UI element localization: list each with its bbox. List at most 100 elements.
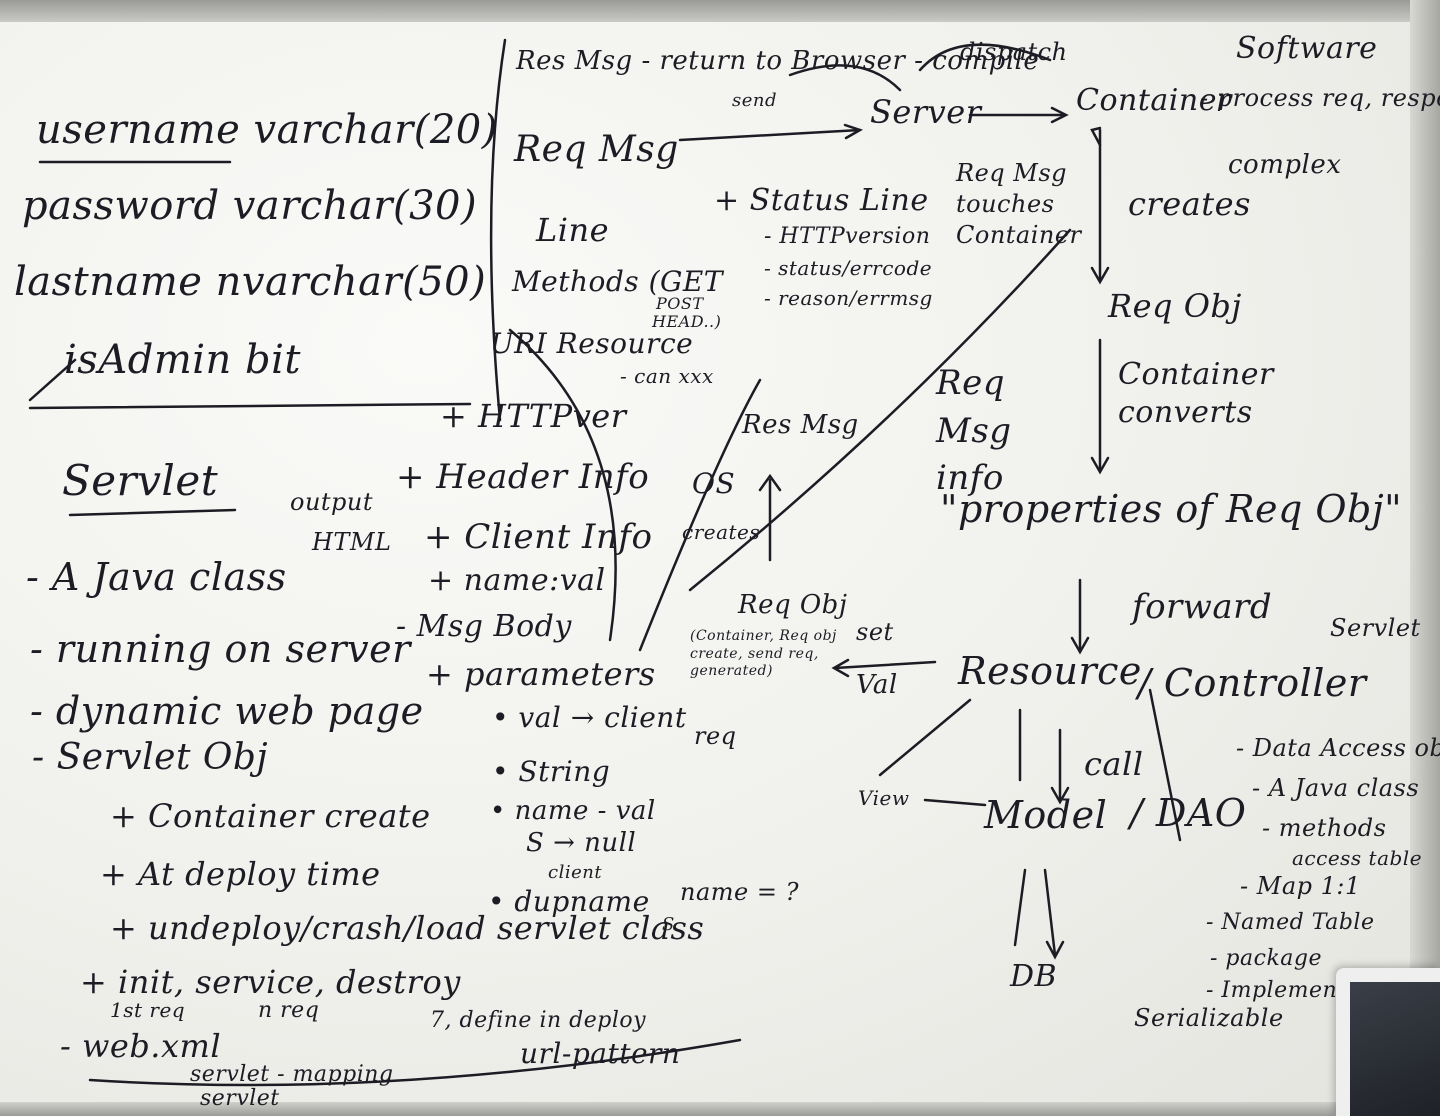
dao-note-named-table: - Named Table [1206,910,1375,935]
flow-forward: forward [1132,587,1273,627]
flow-os-creates: creates [682,520,761,544]
board-frame-right [1410,0,1440,1116]
flow-container: Container [1076,83,1232,118]
arrow-isadmin [28,358,77,402]
flow-container-generated: (Container, Req obj create, send req, ge… [690,628,837,679]
req-note-name-val: + name:val [428,563,606,598]
flow-container-converts: Container converts [1118,357,1274,430]
dao-note-package: - package [1210,946,1322,971]
dao-note-access-table: access table [1292,846,1423,870]
req-note-msg-body: - Msg Body [396,609,572,644]
arrowhead-db [1045,940,1065,960]
status-note-errmsg: - reason/errmsg [764,286,933,310]
flow-view: View [858,786,910,810]
flow-resmsg: Res Msg [742,410,859,440]
flow-req: req [694,722,737,750]
arrow-resmsg-server [788,64,902,92]
arrowhead-os [758,473,782,492]
servlet-note-undeploy: + undeploy/crash/load servlet class [110,909,705,947]
brace-message [508,328,617,642]
servlet-note-define-deploy: 7, define in deploy [430,1008,647,1033]
req-note-resmsg-return: Res Msg - return to Browser - compile [516,46,1040,76]
req-note-client-info: + Client Info [424,517,653,557]
req-note-name-val-2: • name - val [490,796,656,826]
schema-password: password varchar(30) [22,183,478,229]
dao-note-data-access: - Data Access obj [1236,734,1440,762]
req-note-s: S [662,914,675,935]
flow-val: Val [856,670,898,700]
status-note-line: + Status Line [714,183,929,218]
flow-reqobj-2: Req Obj [738,590,848,620]
flow-dao: / DAO [1130,791,1247,835]
arrow-container-resmsg [688,228,1072,592]
servlet-note-container-create: + Container create [110,797,431,835]
req-note-header-info: + Header Info [396,457,650,497]
servlet-note-java-class: - A Java class [26,555,287,599]
arrow-model-view [923,798,987,807]
laptop-screen [1350,982,1440,1116]
output-label: output [290,488,374,516]
flow-reqmsg-info: Req Msg info [936,363,1012,499]
req-note-val-client: • val → client [492,701,687,734]
servlet-note-dynamic: - dynamic web page [30,689,424,733]
req-note-s-null: S → null [526,828,637,858]
req-note-client: client [548,862,603,883]
divider-dao [1148,688,1182,842]
dao-note-map: - Map 1:1 [1240,872,1361,900]
arrow-resmsg-body [638,378,762,652]
flow-complex: complex [1228,150,1342,180]
servlet-note-servlet: servlet [200,1086,280,1111]
brace-webxml [88,1038,742,1087]
req-note-httpver: + HTTPver [440,397,627,435]
arrow-reqmsg-server [678,128,862,142]
servlet-heading: Servlet [62,456,219,505]
flow-db: DB [1010,959,1058,994]
whiteboard-surface [0,22,1410,1102]
flow-properties: "properties of Req Obj" [940,487,1403,531]
flow-reqobj: Req Obj [1108,287,1242,325]
dao-note-methods: - methods [1262,814,1387,842]
arrow-resource-reqobj [833,660,937,670]
req-note-post: POST [656,294,704,313]
req-note-dupname: • dupname [488,885,650,918]
board-frame-bottom [0,1102,1440,1116]
servlet-note-webxml: - web.xml [60,1027,222,1065]
flow-os: OS [692,467,736,500]
underline-schema [28,402,472,410]
laptop-corner [1336,968,1440,1116]
arrow-model-db [1013,868,1027,947]
servlet-note-lifecycle: + init, service, destroy [80,963,461,1001]
servlet-note-obj: - Servlet Obj [32,737,269,778]
status-note-httpversion: - HTTPversion [764,224,931,249]
flow-call: call [1084,745,1144,783]
flow-server: Server [870,93,982,131]
html-label: HTML [312,528,392,556]
req-note-line: Line [536,211,610,249]
arrowhead-server [843,123,864,140]
flow-reqmsg-touches: Req Msg touches Container [956,159,1082,250]
flow-resource: Resource [958,649,1142,693]
req-note-reqmsg: Req Msg [514,129,679,170]
servlet-note-running: - running on server [30,627,411,671]
arrowhead-resource [1070,636,1090,655]
servlet-note-deploy-time: + At deploy time [100,855,381,893]
req-note-uri: URI Resource [490,327,694,360]
req-note-name-q: name = ? [680,878,799,906]
arrowhead-model [1050,786,1070,805]
arrowhead-up [1090,126,1102,147]
req-note-parameters: + parameters [426,655,656,693]
flow-set: set [856,618,894,646]
arrow-resource-view [878,698,972,777]
req-note-can-xxx: - can xxx [620,364,714,388]
flow-process: - process req, respon [1200,84,1440,112]
flow-creates: creates [1128,185,1251,223]
arrowhead-container [1050,106,1069,124]
schema-username: username varchar(20) [36,107,498,153]
req-note-string: • String [492,755,611,788]
flow-model: Model [984,793,1108,837]
schema-lastname: lastname nvarchar(50) [14,259,487,305]
status-note-errcode: - status/errcode [764,256,933,280]
arrow-db-model [1043,868,1057,957]
